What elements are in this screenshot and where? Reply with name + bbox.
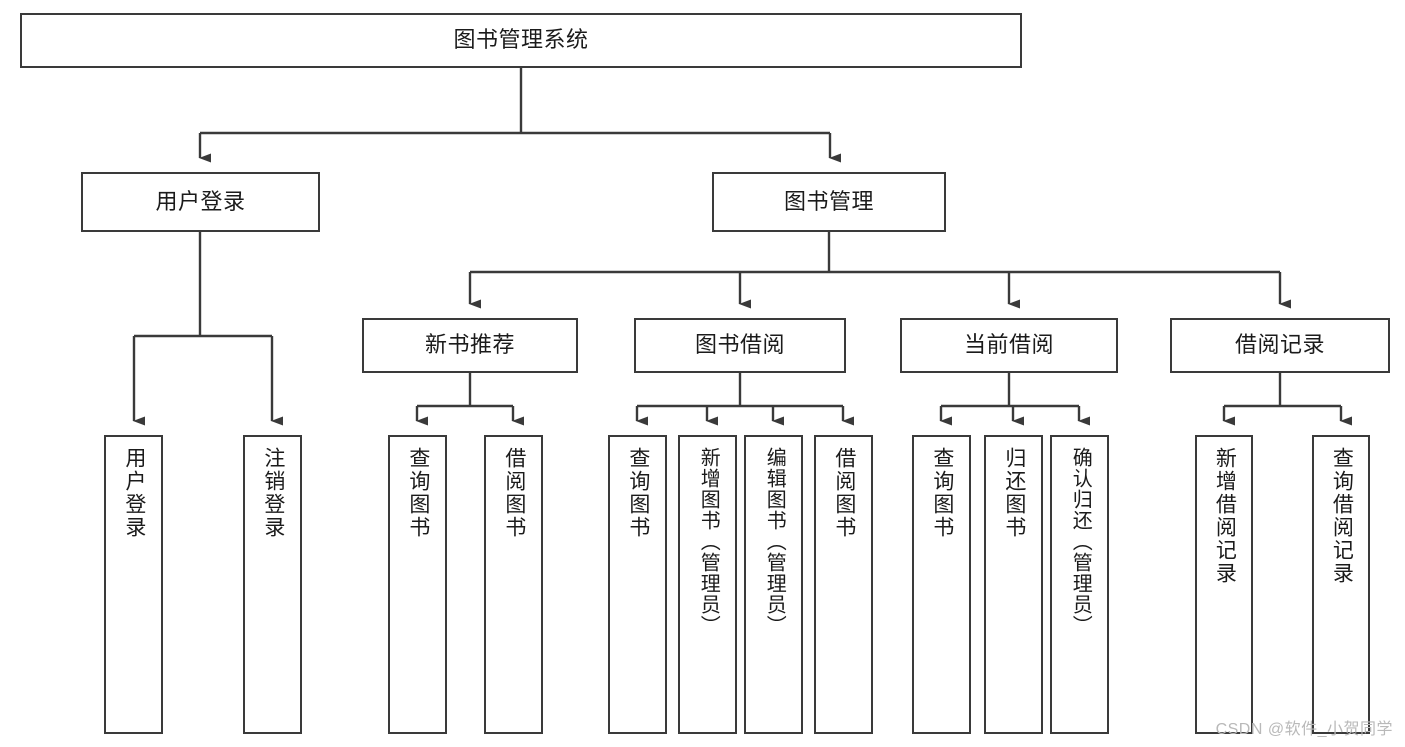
node-leaf-query-book-3-label: 查询图书 <box>930 447 954 539</box>
node-leaf-edit-book-label: 编辑图书（管理员） <box>763 447 786 636</box>
node-leaf-query-book-1[interactable]: 查询图书 <box>388 435 447 734</box>
node-borrow-record-label: 借阅记录 <box>1234 332 1325 358</box>
node-leaf-return-book-label: 归还图书 <box>1002 447 1026 539</box>
node-leaf-confirm-return[interactable]: 确认归还（管理员） <box>1050 435 1109 734</box>
node-leaf-add-record-label: 新增借阅记录 <box>1213 447 1237 585</box>
node-leaf-logout[interactable]: 注销登录 <box>243 435 302 734</box>
node-leaf-user-login[interactable]: 用户登录 <box>104 435 163 734</box>
node-leaf-query-record[interactable]: 查询借阅记录 <box>1312 435 1370 734</box>
node-current-borrow[interactable]: 当前借阅 <box>900 318 1118 373</box>
node-book-manage[interactable]: 图书管理 <box>712 172 946 232</box>
node-leaf-add-book-label: 新增图书（管理员） <box>697 447 720 636</box>
node-leaf-borrow-book-2[interactable]: 借阅图书 <box>814 435 873 734</box>
node-borrow-record[interactable]: 借阅记录 <box>1170 318 1390 373</box>
node-leaf-query-book-1-label: 查询图书 <box>406 447 430 539</box>
node-leaf-query-book-2-label: 查询图书 <box>626 447 650 539</box>
node-leaf-query-record-label: 查询借阅记录 <box>1330 447 1354 585</box>
node-new-book-recommend[interactable]: 新书推荐 <box>362 318 578 373</box>
node-user-login-label: 用户登录 <box>155 188 246 214</box>
node-leaf-borrow-book-2-label: 借阅图书 <box>832 447 856 539</box>
node-leaf-borrow-book-1-label: 借阅图书 <box>502 447 526 539</box>
node-root[interactable]: 图书管理系统 <box>20 13 1022 68</box>
node-leaf-edit-book[interactable]: 编辑图书（管理员） <box>744 435 803 734</box>
node-leaf-borrow-book-1[interactable]: 借阅图书 <box>484 435 543 734</box>
node-leaf-query-book-3[interactable]: 查询图书 <box>912 435 971 734</box>
node-new-book-recommend-label: 新书推荐 <box>424 332 515 358</box>
node-leaf-add-record[interactable]: 新增借阅记录 <box>1195 435 1253 734</box>
node-current-borrow-label: 当前借阅 <box>963 332 1054 358</box>
node-leaf-confirm-return-label: 确认归还（管理员） <box>1069 447 1092 636</box>
node-leaf-add-book[interactable]: 新增图书（管理员） <box>678 435 737 734</box>
node-leaf-return-book[interactable]: 归还图书 <box>984 435 1043 734</box>
node-user-login[interactable]: 用户登录 <box>81 172 320 232</box>
node-leaf-query-book-2[interactable]: 查询图书 <box>608 435 667 734</box>
node-leaf-logout-label: 注销登录 <box>261 447 285 539</box>
node-book-borrow-label: 图书借阅 <box>694 332 785 358</box>
node-root-label: 图书管理系统 <box>453 27 589 53</box>
node-book-borrow[interactable]: 图书借阅 <box>634 318 846 373</box>
node-leaf-user-login-label: 用户登录 <box>122 447 146 539</box>
node-book-manage-label: 图书管理 <box>783 188 874 214</box>
